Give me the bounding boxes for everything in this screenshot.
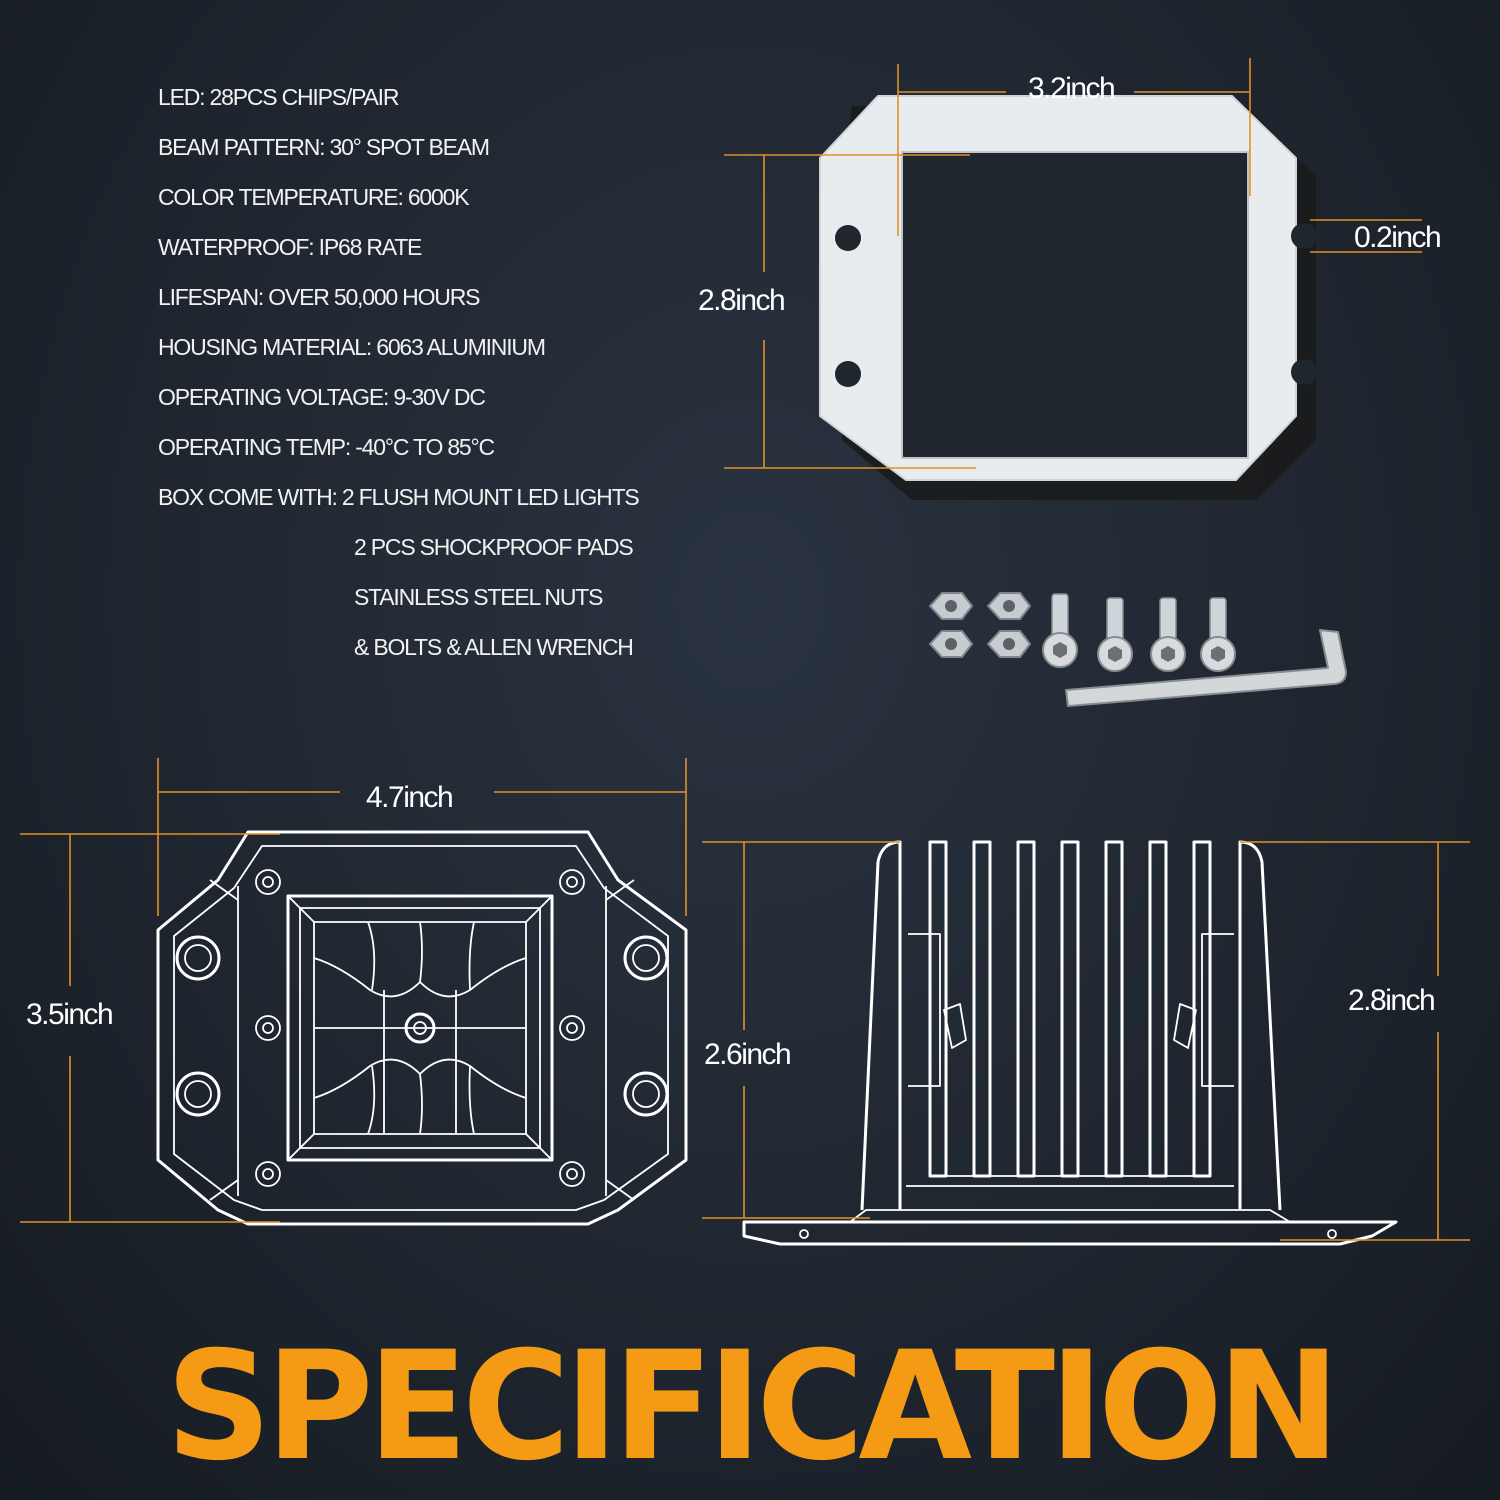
pad-hole-label: 0.2inch <box>1354 221 1442 254</box>
bolt-icon <box>1042 593 1078 668</box>
mount-hole-icon <box>175 935 221 981</box>
pad-hole-icon <box>835 361 861 387</box>
bolt-icon <box>1150 597 1186 672</box>
spec-box-bolts: & BOLTS & ALLEN WRENCH <box>354 634 634 660</box>
mount-hole-icon <box>175 1071 221 1117</box>
nut-icon <box>928 592 974 620</box>
front-width-label: 4.7inch <box>366 781 454 814</box>
spec-color-temp: COLOR TEMPERATURE: 6000K <box>158 184 470 210</box>
bolt-icon <box>1200 597 1236 672</box>
screw-icon <box>559 1161 585 1187</box>
front-view <box>156 830 688 1226</box>
spec-housing: HOUSING MATERIAL: 6063 ALUMINIUM <box>158 334 546 360</box>
bolt-icon <box>1097 597 1133 672</box>
spec-box-nuts: STAINLESS STEEL NUTS <box>354 584 603 610</box>
pad-dimension-lines <box>724 58 1422 469</box>
front-height-label: 3.5inch <box>26 998 114 1031</box>
side-dimension-lines <box>702 841 1470 1241</box>
screw-icon <box>559 869 585 895</box>
side-depth-label: 2.6inch <box>704 1038 792 1071</box>
side-view <box>742 840 1398 1246</box>
nut-icon <box>928 630 974 658</box>
mount-hole-icon <box>623 935 669 981</box>
shockproof-pad <box>819 95 1317 500</box>
front-dimension-lines <box>20 758 687 1223</box>
screw-icon <box>559 1015 585 1041</box>
side-height-label: 2.8inch <box>1348 984 1436 1017</box>
pad-height-label: 2.8inch <box>698 284 786 317</box>
nut-icon <box>986 592 1032 620</box>
spec-beam: BEAM PATTERN: 30° SPOT BEAM <box>158 134 490 160</box>
pad-hole-icon <box>1291 359 1317 385</box>
screw-icon <box>255 1161 281 1187</box>
screw-icon <box>255 869 281 895</box>
spec-box: BOX COME WITH: 2 FLUSH MOUNT LED LIGHTS <box>158 484 640 510</box>
spec-led: LED: 28PCS CHIPS/PAIR <box>158 84 399 110</box>
screw-icon <box>255 1015 281 1041</box>
pad-width-label: 3.2inch <box>1028 72 1116 105</box>
spec-lifespan: LIFESPAN: OVER 50,000 HOURS <box>158 284 480 310</box>
hardware-kit <box>928 592 1347 707</box>
spec-voltage: OPERATING VOLTAGE: 9-30V DC <box>158 384 486 410</box>
specification-title: SPECIFICATION <box>165 1320 1340 1494</box>
spec-waterproof: WATERPROOF: IP68 RATE <box>158 234 422 260</box>
allen-wrench-icon <box>1065 629 1347 707</box>
pad-hole-icon <box>1291 223 1317 249</box>
spec-temp: OPERATING TEMP: -40°C TO 85°C <box>158 434 495 460</box>
spec-box-pads: 2 PCS SHOCKPROOF PADS <box>354 534 634 560</box>
mount-hole-icon <box>623 1071 669 1117</box>
pad-hole-icon <box>835 225 861 251</box>
nut-icon <box>986 630 1032 658</box>
